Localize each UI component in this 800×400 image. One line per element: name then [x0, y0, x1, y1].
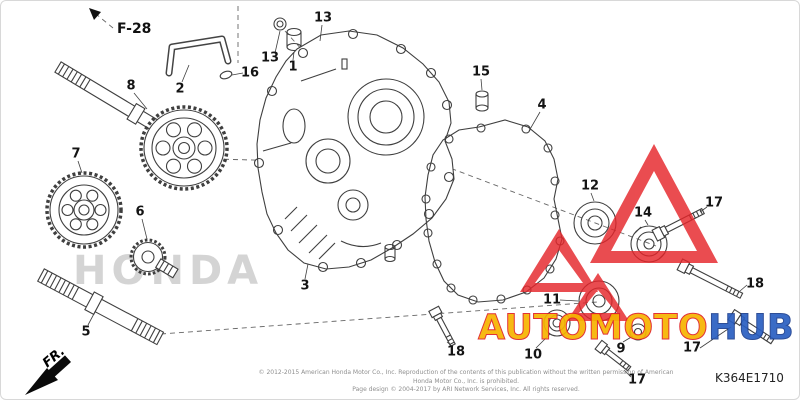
- callout-7[interactable]: 7: [71, 146, 81, 162]
- callout-14[interactable]: 14: [633, 205, 653, 221]
- bushing-1: [286, 27, 302, 52]
- callout-17-a[interactable]: 17: [704, 195, 724, 211]
- gear-7: [45, 171, 123, 249]
- copyright-line-2: Page design © 2004-2017 by ARI Network S…: [352, 386, 580, 394]
- transmission-cover: [253, 28, 455, 273]
- dowel-pin-b: [384, 243, 396, 263]
- callout-12[interactable]: 12: [580, 178, 600, 194]
- callout-1[interactable]: 1: [288, 59, 298, 75]
- callout-16[interactable]: 16: [240, 65, 260, 81]
- drive-shaft: [36, 268, 165, 346]
- callout-13-b[interactable]: 13: [260, 50, 280, 66]
- copyright-fine-print: © 2012-2015 American Honda Motor Co., In…: [251, 369, 681, 395]
- callout-6[interactable]: 6: [135, 204, 145, 220]
- flange-bolt-18-a: [676, 258, 744, 299]
- flange-bolt-18-b: [428, 305, 456, 347]
- callout-13-a[interactable]: 13: [313, 10, 333, 26]
- callout-5[interactable]: 5: [81, 324, 91, 340]
- callout-2[interactable]: 2: [175, 81, 185, 97]
- callout-4[interactable]: 4: [537, 97, 547, 113]
- collar-13-a: [273, 17, 287, 31]
- f28-arrow-icon: [89, 8, 101, 20]
- washer-9: [629, 323, 647, 341]
- callout-15[interactable]: 15: [471, 64, 491, 80]
- brand-text-left: AUTOMOTO: [477, 308, 709, 349]
- collar-10: [543, 309, 571, 337]
- callout-3[interactable]: 3: [300, 278, 310, 294]
- callout-9[interactable]: 9: [616, 341, 626, 357]
- callout-8[interactable]: 8: [126, 78, 136, 94]
- countershaft: [54, 61, 229, 191]
- flange-bolt-17-c: [727, 308, 775, 345]
- copyright-line-1: © 2012-2015 American Honda Motor Co., In…: [258, 369, 674, 385]
- gear-6: [129, 238, 179, 279]
- callout-10[interactable]: 10: [523, 347, 543, 363]
- callout-17-c[interactable]: 17: [682, 340, 702, 356]
- callout-17-b[interactable]: 17: [627, 372, 647, 388]
- ref-diagram-label[interactable]: F-28: [117, 21, 152, 37]
- gasket: [421, 119, 565, 305]
- automotohub-watermark: AUTOMOTOHUB: [477, 308, 795, 349]
- dowel-pin-a: [475, 90, 489, 112]
- fr-arrow-icon: [25, 355, 72, 395]
- callout-18-a[interactable]: 18: [745, 276, 765, 292]
- automotohub-logo-triangles: [520, 144, 718, 321]
- brand-text-right: HUB: [708, 308, 795, 349]
- diagram-code: K364E1710: [715, 371, 784, 385]
- breather-pipe: [165, 35, 232, 77]
- flange-bolt-17-b: [594, 339, 632, 372]
- callout-11[interactable]: 11: [542, 292, 562, 308]
- callout-18-b[interactable]: 18: [446, 344, 466, 360]
- callout-leader-lines: [77, 24, 748, 378]
- clip: [219, 70, 233, 80]
